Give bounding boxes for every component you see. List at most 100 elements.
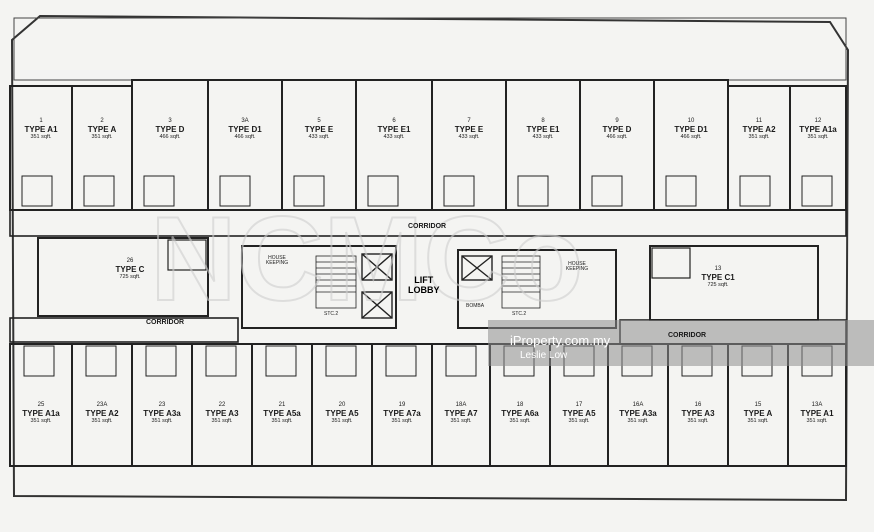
unit-area: 351 sqft. <box>271 418 293 425</box>
bottom-unit-bath <box>205 345 237 377</box>
watermark-band <box>488 320 874 366</box>
corridor-right-label: CORRIDOR <box>668 332 707 339</box>
unit-type: TYPE A7a <box>383 408 421 418</box>
top-unit-wall <box>71 85 133 211</box>
unit-num: 21 <box>278 402 286 408</box>
unit-type: TYPE D1 <box>674 124 708 134</box>
unit-type: TYPE D <box>155 124 185 134</box>
unit-num: 6 <box>392 118 396 124</box>
unit-area: 351 sqft. <box>450 418 472 425</box>
unit-num: 10 <box>687 118 695 124</box>
lift-label: LIFT <box>414 275 434 285</box>
corridor-left-label: CORRIDOR <box>146 319 185 326</box>
unit-num: 26 <box>126 258 134 264</box>
top-unit-wall <box>505 79 581 211</box>
unit-area: 433 sqft. <box>383 134 405 141</box>
top-unit-wall <box>579 79 655 211</box>
unit-type: TYPE A6a <box>501 408 539 418</box>
unit-num: 17 <box>575 402 583 408</box>
bottom-unit-bath <box>325 345 357 377</box>
unit-num: 25 <box>37 402 45 408</box>
top-unit-wall <box>789 85 847 211</box>
unit-num: 18A <box>455 402 467 408</box>
watermark-logo: NCMCo <box>150 192 583 326</box>
stc-right-label: STC.2 <box>512 311 527 317</box>
bottom-unit-bath <box>23 345 55 377</box>
unit-area: 433 sqft. <box>458 134 480 141</box>
unit-area: 351 sqft. <box>391 418 413 425</box>
unit-area: 351 sqft. <box>30 418 52 425</box>
unit-type: TYPE A3a <box>143 408 181 418</box>
unit-area: 351 sqft. <box>151 418 173 425</box>
building-outline <box>10 14 850 502</box>
top-unit-bath <box>801 175 833 207</box>
unit-type: TYPE A5 <box>562 408 596 418</box>
top-unit-wall <box>281 79 357 211</box>
bottom-unit-bath <box>445 345 477 377</box>
unit-num: 1 <box>39 118 43 124</box>
top-unit-bath <box>219 175 251 207</box>
unit-area: 466 sqft. <box>159 134 181 141</box>
bottom-unit-bath <box>385 345 417 377</box>
unit-type: TYPE A7 <box>444 408 478 418</box>
unit-type: TYPE C1 <box>701 272 735 282</box>
top-unit-bath <box>21 175 53 207</box>
unit-type: TYPE A5 <box>325 408 359 418</box>
unit-num: 13A <box>811 402 823 408</box>
unit-area: 725 sqft. <box>707 282 729 289</box>
unit-area: 433 sqft. <box>308 134 330 141</box>
corridor-top-label: CORRIDOR <box>408 223 447 230</box>
bottom-unit-bath <box>85 345 117 377</box>
unit-area: 351 sqft. <box>627 418 649 425</box>
stc-left-label: STC.2 <box>324 311 339 317</box>
stairs <box>315 255 541 309</box>
unit-num: 16A <box>632 402 644 408</box>
unit-num: 11 <box>755 118 763 124</box>
unit-area: 351 sqft. <box>568 418 590 425</box>
unit-num: 3 <box>168 118 172 124</box>
unit-type: TYPE E1 <box>377 124 411 134</box>
unit-area: 351 sqft. <box>747 418 769 425</box>
unit-type: TYPE D <box>602 124 632 134</box>
top-unit-bath <box>367 175 399 207</box>
unit-area: 351 sqft. <box>687 418 709 425</box>
unit-type: TYPE A <box>87 124 117 134</box>
unit-type: TYPE A <box>743 408 773 418</box>
unit-type: TYPE C <box>115 264 145 274</box>
unit-num: 3A <box>241 118 249 124</box>
unit-area: 466 sqft. <box>234 134 256 141</box>
unit-area: 351 sqft. <box>91 418 113 425</box>
unit-type: TYPE E1 <box>526 124 560 134</box>
unit-26-bath <box>167 239 207 271</box>
unit-type: TYPE E <box>304 124 334 134</box>
top-unit-bath <box>143 175 175 207</box>
unit-type: TYPE A3 <box>681 408 715 418</box>
lobby-label: LOBBY <box>408 284 440 295</box>
unit-area: 351 sqft. <box>331 418 353 425</box>
unit-type: TYPE A2 <box>742 124 776 134</box>
unit-num: 18 <box>516 402 524 408</box>
lift-shafts <box>361 253 493 319</box>
unit-type: TYPE A1a <box>799 124 837 134</box>
watermark-site: iProperty.com.my <box>510 333 611 348</box>
unit-area: 351 sqft. <box>509 418 531 425</box>
top-unit-wall <box>431 79 507 211</box>
top-unit-walls <box>9 79 847 211</box>
top-unit-wall <box>207 79 283 211</box>
unit-area: 725 sqft. <box>119 274 141 281</box>
top-unit-bath <box>665 175 697 207</box>
unit-num: 13 <box>714 266 722 272</box>
unit-num: 12 <box>814 118 822 124</box>
unit-num: 9 <box>615 118 619 124</box>
lift-lobby-label: LIFT LOBBY <box>408 275 440 296</box>
top-unit-wall <box>131 79 209 211</box>
